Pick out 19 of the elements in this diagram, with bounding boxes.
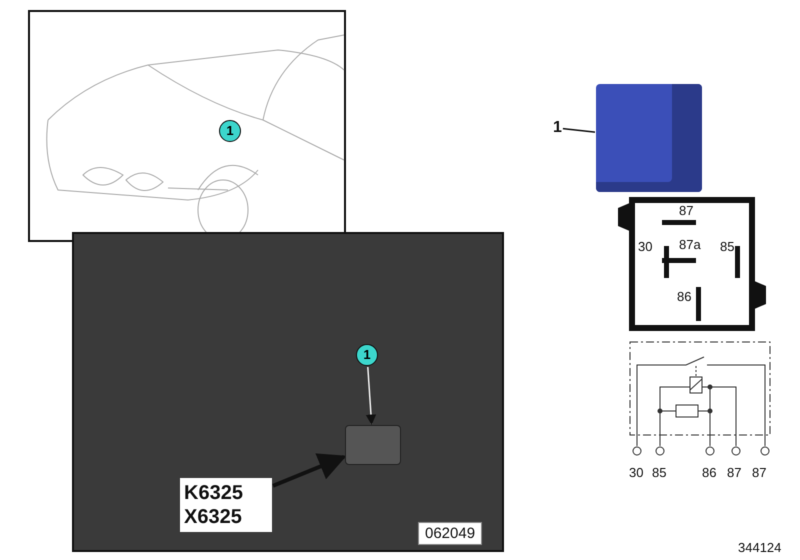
pin-label: 87 bbox=[727, 466, 742, 479]
image-number: 344124 bbox=[738, 541, 782, 554]
pin-label: 30 bbox=[638, 240, 652, 253]
leader-line bbox=[562, 128, 596, 133]
pin-label: 87 bbox=[679, 204, 694, 217]
pin-label: 87 bbox=[752, 466, 766, 479]
pin-label: 30 bbox=[629, 466, 644, 479]
arrow bbox=[272, 453, 347, 488]
callout-number: 1 bbox=[553, 120, 562, 136]
pin-label: 85 bbox=[652, 466, 666, 479]
pin-label: 86 bbox=[677, 290, 692, 303]
pin-label: 87a bbox=[679, 238, 701, 251]
pin-label: 86 bbox=[702, 466, 716, 479]
arrow bbox=[366, 366, 376, 426]
pin-label: 85 bbox=[720, 240, 734, 253]
part-number-label: K6325 X6325 bbox=[180, 478, 272, 532]
image-number: 062049 bbox=[418, 522, 482, 545]
relay-block bbox=[345, 425, 401, 465]
relay-block bbox=[596, 84, 702, 192]
